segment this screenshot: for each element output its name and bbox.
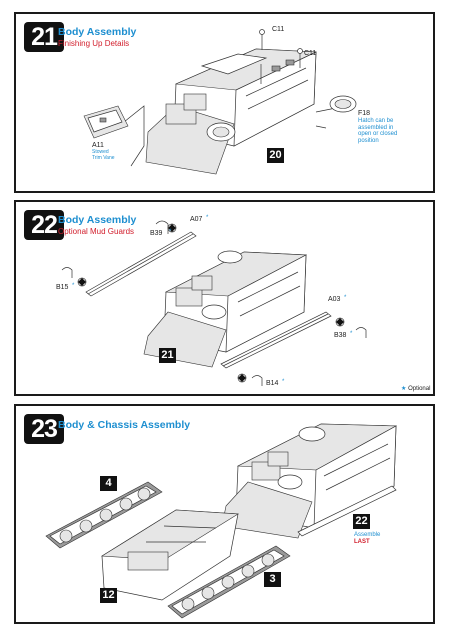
step-title: Body Assembly (58, 214, 137, 226)
part-label-c11-right: C11 (304, 50, 317, 57)
ref-step-21-badge: 21 (159, 348, 176, 363)
part-label-f18: F18 (358, 110, 371, 117)
ref-step-4-badge: 4 (100, 476, 117, 491)
step-subtitle: Finishing Up Details (58, 39, 130, 48)
part-label-b38: B38 (334, 332, 347, 339)
optional-legend: ★ Optional (401, 386, 431, 392)
hatch-note: Hatch can be assembled in open or closed… (358, 118, 398, 144)
road-wheels-right (181, 553, 275, 611)
step-number: 21 (24, 22, 64, 52)
part-label-b14: B14 (266, 380, 279, 387)
body-assembly-illustration (83, 29, 357, 175)
assemble-note: Assemble (354, 532, 381, 538)
part-label-a03: A03 (328, 296, 341, 303)
star-icon: ★ (401, 386, 407, 392)
ref-step-12-badge: 12 (100, 588, 117, 603)
step-number: 22 (24, 210, 64, 240)
last-note: LAST (354, 539, 370, 545)
part-label-b39: B39 (150, 230, 163, 237)
part-label-b15: B15 (56, 284, 69, 291)
trim-vane-note: Stowed Trim Vane (92, 149, 115, 161)
ref-step-3-badge: 3 (264, 572, 281, 587)
chassis-assembly-illustration (45, 423, 398, 619)
part-label-a11: A11 (92, 142, 104, 149)
step-22-panel: 22 Body Assembly Optional Mud Guards B39… (14, 200, 435, 396)
step-21-panel: 21 Body Assembly Finishing Up Details (14, 12, 435, 193)
ref-step-20-badge: 20 (267, 148, 284, 163)
mud-guard-illustration (61, 220, 367, 386)
step-title: Body & Chassis Assembly (58, 419, 191, 431)
part-label-c11-top: C11 (272, 26, 285, 33)
part-label-a07: A07 (190, 216, 203, 223)
step-subtitle: Optional Mud Guards (58, 227, 135, 236)
step-23-panel: 23 Body & Chassis Assembly (14, 404, 435, 624)
road-wheels-left (59, 487, 151, 543)
step-number: 23 (24, 414, 64, 444)
step-title: Body Assembly (58, 26, 137, 38)
ref-step-22-badge: 22 (353, 514, 370, 529)
